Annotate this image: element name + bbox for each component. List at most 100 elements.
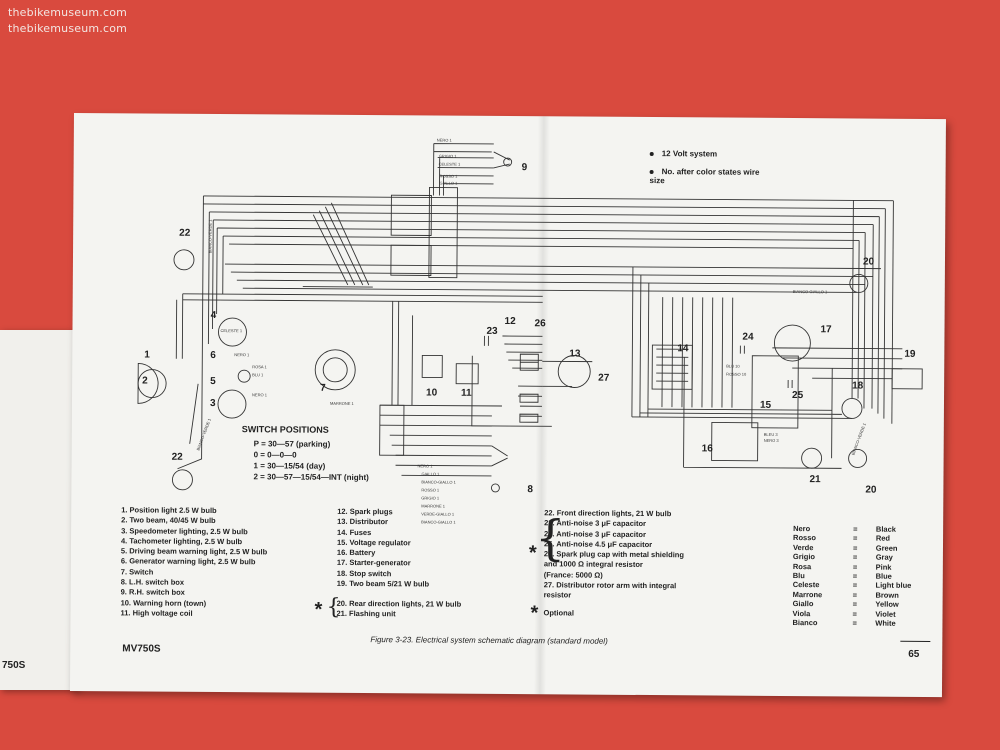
wire-label: BLEU 3 bbox=[763, 431, 778, 437]
component-number: 14 bbox=[677, 343, 689, 355]
color-italian: Marrone bbox=[792, 589, 823, 600]
switch-positions: SWITCH POSITIONS P = 30—57 (parking) 0 =… bbox=[241, 424, 369, 484]
legend-column-1: 1. Position light 2.5 W bulb 2. Two beam… bbox=[120, 505, 267, 619]
brace-icon: { bbox=[534, 510, 566, 567]
color-italian: Giallo bbox=[792, 599, 814, 609]
page-number: 65 bbox=[908, 648, 920, 660]
component-number: 11 bbox=[461, 387, 472, 399]
bullet-icon bbox=[649, 151, 654, 156]
component-number: 17 bbox=[820, 324, 832, 336]
color-english: Blue bbox=[875, 571, 892, 581]
wire-label: NERO 1 bbox=[234, 352, 250, 358]
stop-switch bbox=[841, 397, 863, 419]
fuse-links bbox=[656, 348, 689, 382]
battery-box bbox=[711, 422, 759, 462]
color-equals: = bbox=[853, 524, 858, 534]
wire-harness bbox=[391, 301, 414, 406]
wire-label: NERO 1 bbox=[252, 392, 267, 398]
legend-item: 9. R.H. switch box bbox=[120, 587, 185, 598]
left-page-footer: 750S bbox=[2, 660, 26, 671]
color-english: Gray bbox=[875, 552, 893, 562]
color-english: Green bbox=[875, 543, 898, 553]
wire-harness bbox=[175, 195, 224, 434]
color-equals: = bbox=[852, 609, 857, 619]
wire-harness bbox=[432, 143, 494, 196]
component-number: 2 bbox=[142, 375, 148, 387]
headlight bbox=[137, 363, 159, 404]
figure-caption: Figure 3-23. Electrical system schematic… bbox=[370, 635, 608, 646]
wire-label: ROSSO 10 bbox=[726, 371, 747, 377]
wire-harness bbox=[379, 404, 502, 477]
component-number: 23 bbox=[486, 325, 498, 337]
component-number: 8 bbox=[527, 484, 533, 496]
optional-asterisk-icon: * bbox=[530, 602, 539, 625]
component-number: 22 bbox=[179, 227, 191, 239]
color-equals: = bbox=[853, 533, 858, 543]
color-equals: = bbox=[852, 571, 858, 581]
color-row: Rosso=Red bbox=[793, 533, 943, 543]
wire-harness bbox=[851, 200, 894, 424]
color-italian: Bianco bbox=[792, 618, 818, 628]
note-wire-size: No. after color states wire size bbox=[649, 167, 760, 186]
component-number: 3 bbox=[209, 397, 216, 409]
wire-label: MARRONE 1 bbox=[329, 400, 354, 406]
switch-position-row: 2 = 30—57—15/54—INT (night) bbox=[253, 472, 369, 483]
wire-label: BLU 1 bbox=[252, 372, 264, 378]
wire-harness bbox=[772, 347, 903, 380]
warning-lamp bbox=[237, 369, 251, 383]
color-italian: Verde bbox=[792, 542, 814, 552]
component-number: 6 bbox=[210, 349, 216, 361]
color-english: Black bbox=[875, 524, 896, 534]
connector-block bbox=[390, 194, 432, 236]
speedometer-lamp bbox=[217, 389, 247, 419]
wire-label: ROSSO 1 bbox=[439, 173, 458, 179]
color-italian: Grigio bbox=[792, 552, 816, 562]
color-italian: Nero bbox=[793, 524, 811, 534]
component-number: 26 bbox=[534, 318, 546, 330]
wire-harness bbox=[631, 266, 734, 418]
optional-asterisk-icon: * bbox=[314, 598, 323, 621]
legend-item: 16. Battery bbox=[336, 548, 376, 558]
component-number: 5 bbox=[210, 375, 216, 387]
left-page-edge: 750S bbox=[0, 330, 78, 690]
legend-item: 21. Flashing unit bbox=[336, 609, 396, 619]
component-number: 25 bbox=[792, 390, 804, 402]
front-direction-light bbox=[171, 469, 193, 491]
wire-harness bbox=[203, 195, 894, 249]
legend-item: 15. Voltage regulator bbox=[336, 537, 411, 548]
connector-block bbox=[428, 187, 458, 279]
wire-label: GRIGIO 1 bbox=[438, 153, 457, 159]
legend-item: 17. Starter-generator bbox=[336, 558, 411, 568]
wire-label: NERO 1 bbox=[417, 463, 433, 469]
wire-harness bbox=[312, 202, 370, 286]
legend-item: resistor bbox=[543, 590, 572, 600]
switch-position-row: 1 = 30—15/54 (day) bbox=[253, 461, 326, 471]
legend-item: 18. Stop switch bbox=[336, 568, 392, 579]
color-english: Violet bbox=[875, 609, 896, 619]
color-english: Red bbox=[875, 534, 891, 544]
footer-rule bbox=[900, 640, 931, 642]
component-number: 12 bbox=[504, 316, 516, 328]
legend-item: 13. Distributor bbox=[337, 517, 389, 527]
legend-item: 2. Two beam, 40/45 W bulb bbox=[121, 515, 216, 526]
component-number: 21 bbox=[809, 474, 821, 486]
ignition-switch bbox=[314, 349, 356, 391]
component-number: 9 bbox=[521, 162, 528, 174]
component-number: 19 bbox=[904, 348, 916, 360]
legend-optional-note: Optional bbox=[543, 608, 573, 619]
rear-direction-light bbox=[849, 274, 869, 293]
component-number: 20 bbox=[862, 256, 875, 268]
component-number: 27 bbox=[598, 372, 610, 384]
wire-label: GIALLO 1 bbox=[421, 471, 440, 477]
legend-item: 6. Generator warning light, 2.5 W bulb bbox=[120, 556, 256, 567]
wire-harness bbox=[182, 286, 543, 303]
component-number: 24 bbox=[742, 331, 754, 343]
wiring-schematic bbox=[137, 143, 923, 493]
legend-optional-label: Optional bbox=[543, 608, 574, 618]
note-voltage: 12 Volt system bbox=[649, 149, 717, 158]
color-equals: = bbox=[852, 618, 857, 628]
wire-harness bbox=[177, 383, 203, 470]
capacitor bbox=[483, 335, 793, 389]
legend-item: 11. High voltage coil bbox=[120, 608, 193, 618]
